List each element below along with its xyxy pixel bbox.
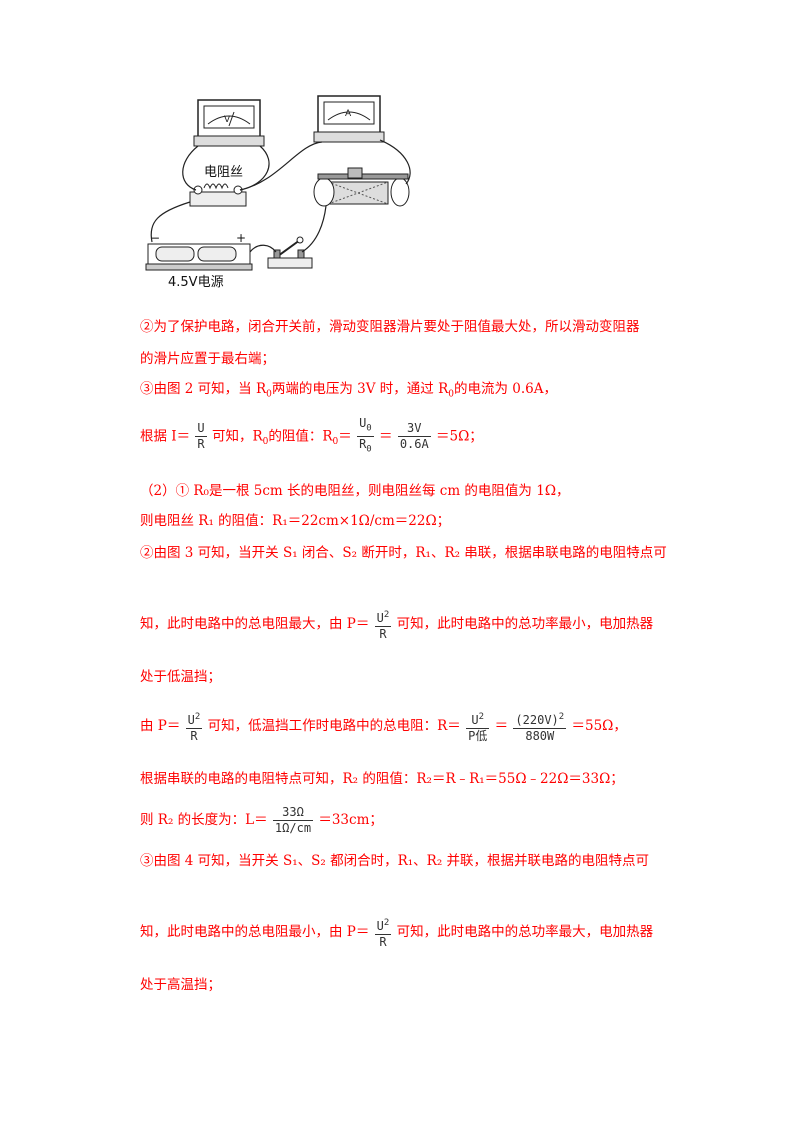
part-2-step-3: ③由图 4 可知，当开关 S₁、S₂ 都闭合时，R₁、R₂ 并联，根据并联电路的…	[140, 853, 650, 869]
wires	[150, 139, 411, 253]
circuit-figure: V A 电阻丝 − + 4.5V电源	[145, 95, 411, 290]
battery: − + 4.5V电源	[145, 231, 253, 290]
ammeter: A	[313, 95, 385, 143]
resistance-wire-board: 电阻丝	[189, 165, 247, 207]
voltmeter: V	[193, 99, 265, 147]
high-temp-text: 处于高温挡；	[140, 977, 221, 993]
step-3-text: ③由图 2 可知，当 R0两端的电压为 3V 时，通过 R0的电流为 0.6A，	[140, 381, 558, 400]
part-2-step-1: （2）① R₀是一根 5cm 长的电阻丝，则电阻丝每 cm 的电阻值为 1Ω，	[140, 483, 570, 499]
low-temp-text: 处于低温挡；	[140, 669, 221, 685]
step-2-text-cont: 的滑片应置于最右端；	[140, 351, 275, 367]
battery-plus-sign: +	[236, 231, 246, 245]
voltmeter-label: V	[224, 115, 231, 125]
wire-label: 电阻丝	[204, 165, 243, 180]
switch	[267, 236, 313, 269]
part-2-r1-value: 则电阻丝 R₁ 的阻值：R₁＝22cm×1Ω/cm＝22Ω；	[140, 513, 451, 529]
ammeter-label: A	[345, 109, 352, 119]
part-2-step-2: ②由图 3 可知，当开关 S₁ 闭合、S₂ 断开时，R₁、R₂ 串联，根据串联电…	[140, 545, 667, 561]
source-label: 4.5V电源	[168, 275, 224, 290]
battery-minus-sign: −	[150, 231, 160, 245]
step-2-text: ②为了保护电路，闭合开关前，滑动变阻器滑片要处于阻值最大处，所以滑动变阻器	[140, 319, 640, 335]
r2-value-line: 根据串联的电路的电阻特点可知，R₂ 的阻值：R₂＝R﹣R₁＝55Ω﹣22Ω＝33…	[140, 771, 624, 787]
rheostat	[313, 167, 410, 207]
